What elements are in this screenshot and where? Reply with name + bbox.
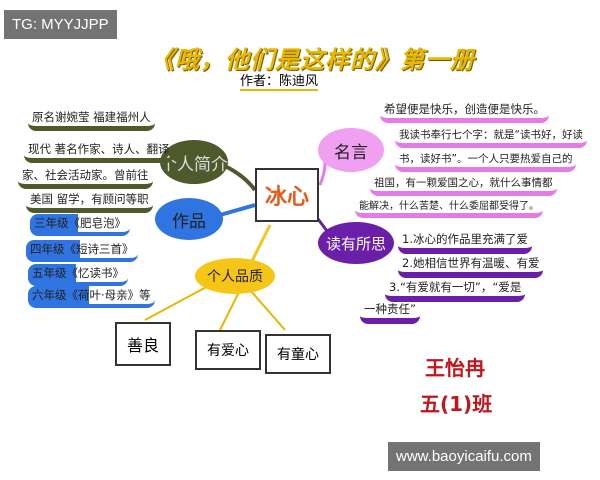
center-book: 冰心 [255, 168, 319, 222]
watermark-bottom: www.baoyicaifu.com [388, 442, 540, 471]
quality-item: 有童心 [265, 334, 331, 374]
quality-item: 有爱心 [195, 330, 261, 370]
profile-line: 原名谢婉莹 福建福州人 [28, 108, 155, 131]
reflections-node: 读有所思 [318, 222, 394, 264]
page-title: 《哦，他们是这样的》第一册 [150, 46, 475, 74]
work-grade: 五年级 [32, 266, 67, 280]
work-title: 《荷叶·母亲》等 [66, 288, 151, 302]
quote-line: 能解决，什么苦楚、什么委屈都受得了。 [355, 196, 543, 218]
work-grade: 四年级 [30, 242, 65, 256]
reflection-line: 1.冰心的作品里充满了爱 [398, 230, 532, 254]
reflection-line: 一种责任” [360, 300, 420, 324]
work-item: 五年级《忆读书》 [28, 264, 128, 286]
student-class: 五(1)班 [420, 392, 493, 416]
profile-line: 美国 留学，有顾问等职 [26, 190, 153, 213]
work-item: 六年级《荷叶·母亲》等 [28, 286, 155, 308]
work-title: 《忆读书》 [66, 266, 125, 280]
reflection-line: 3.“有爱就有一切”，“爱是 [385, 278, 526, 302]
profile-line: 家、社会活动家。曾前往 [18, 166, 153, 189]
watermark-top: TG: MYYJJPP [4, 10, 117, 39]
student-name: 王怡冉 [425, 356, 485, 380]
work-title: 《短诗三首》 [64, 242, 134, 256]
quote-line: 祖国，有一颗爱国之心，就什么事情都 [370, 174, 557, 196]
quality-item: 善良 [115, 322, 172, 366]
quote-line: 希望便是快乐，创造便是快乐。 [380, 100, 549, 123]
quote-line: 我读书奉行七个字：就是“读书好，好读 [395, 126, 587, 148]
work-title: 《肥皂泡》 [68, 216, 127, 230]
profile-line: 现代 著名作家、诗人、翻译 [24, 140, 174, 163]
reflection-line: 2.她相信世界有温暖、有爱 [398, 254, 544, 278]
author: 作者：陈迪风 [240, 70, 319, 91]
work-item: 三年级《肥皂泡》 [30, 214, 130, 236]
qualities-node: 个人品质 [195, 258, 275, 294]
work-item: 四年级《短诗三首》 [26, 240, 138, 262]
works-node: 作品 [155, 198, 223, 240]
quotes-node: 名言 [318, 128, 384, 172]
quote-line: 书，读好书”。一个人只要热爱自己的 [395, 150, 577, 172]
work-grade: 三年级 [34, 216, 69, 230]
work-grade: 六年级 [32, 288, 67, 302]
